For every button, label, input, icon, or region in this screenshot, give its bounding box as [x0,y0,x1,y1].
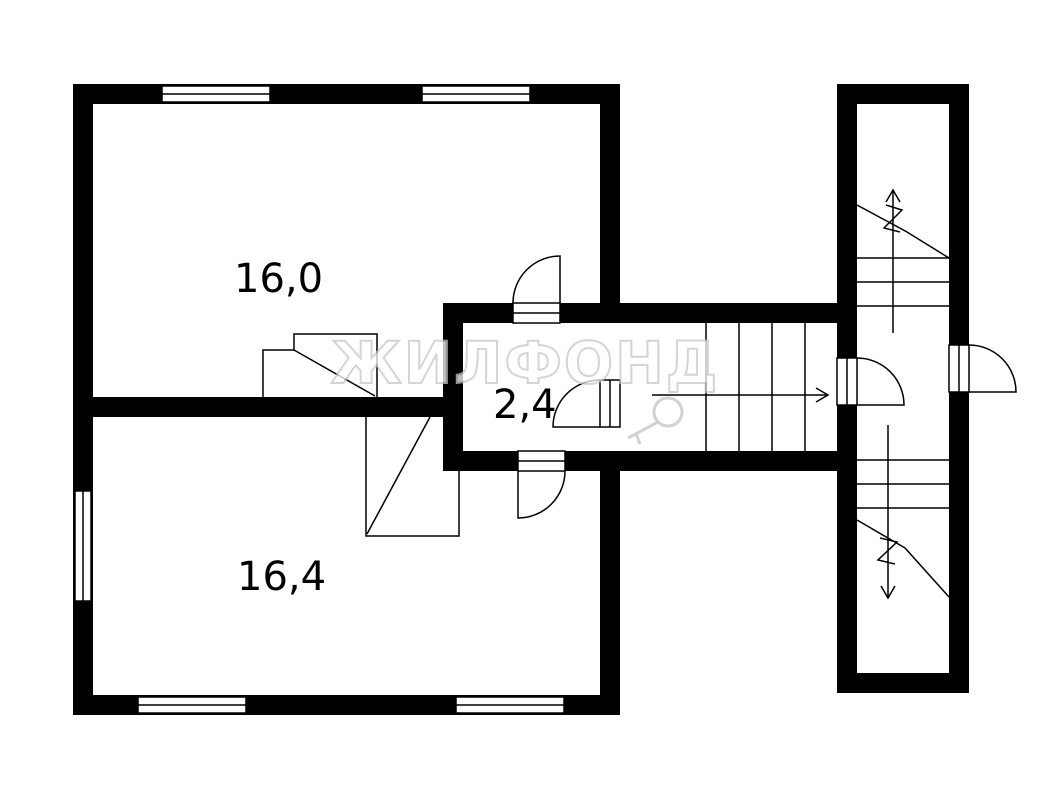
stove-bottom-room [365,416,460,537]
window-top-right [421,85,531,103]
door-tower-inner [836,357,905,406]
wall-right-upper [600,84,620,303]
room-bottom-area: 16,4 [237,554,326,600]
window-top-left [161,85,271,103]
tower-stair-lower [856,425,950,600]
wall-tower-bottom [837,673,969,693]
watermark-text: ЖИЛФОНД [331,329,720,397]
wall-interior-horizontal [93,397,443,417]
window-bottom-left [137,696,247,714]
door-tower-outer [948,344,1017,393]
wall-left [73,84,93,715]
room-top-area: 16,0 [234,256,323,302]
window-bottom-right [455,696,565,714]
window-left [74,490,92,602]
door-small-room [552,379,621,428]
wall-corridor-bottom [620,451,837,471]
wall-corridor-top [620,303,837,323]
stove-top-room [262,333,378,397]
stairs [262,188,950,600]
wall-right-lower [600,471,620,715]
door-bottom-room [517,450,566,519]
wall-top [73,84,620,104]
door-top-room [512,255,561,324]
windows [74,85,565,714]
key-icon [627,396,684,445]
room-small-area: 2,4 [493,382,557,428]
wall-tower-top [837,84,969,104]
doors [512,255,1017,519]
tower-stair-upper [856,188,950,333]
corridor-stair [652,323,830,451]
watermark: ЖИЛФОНД [330,328,720,445]
wall-small-left [443,303,463,471]
